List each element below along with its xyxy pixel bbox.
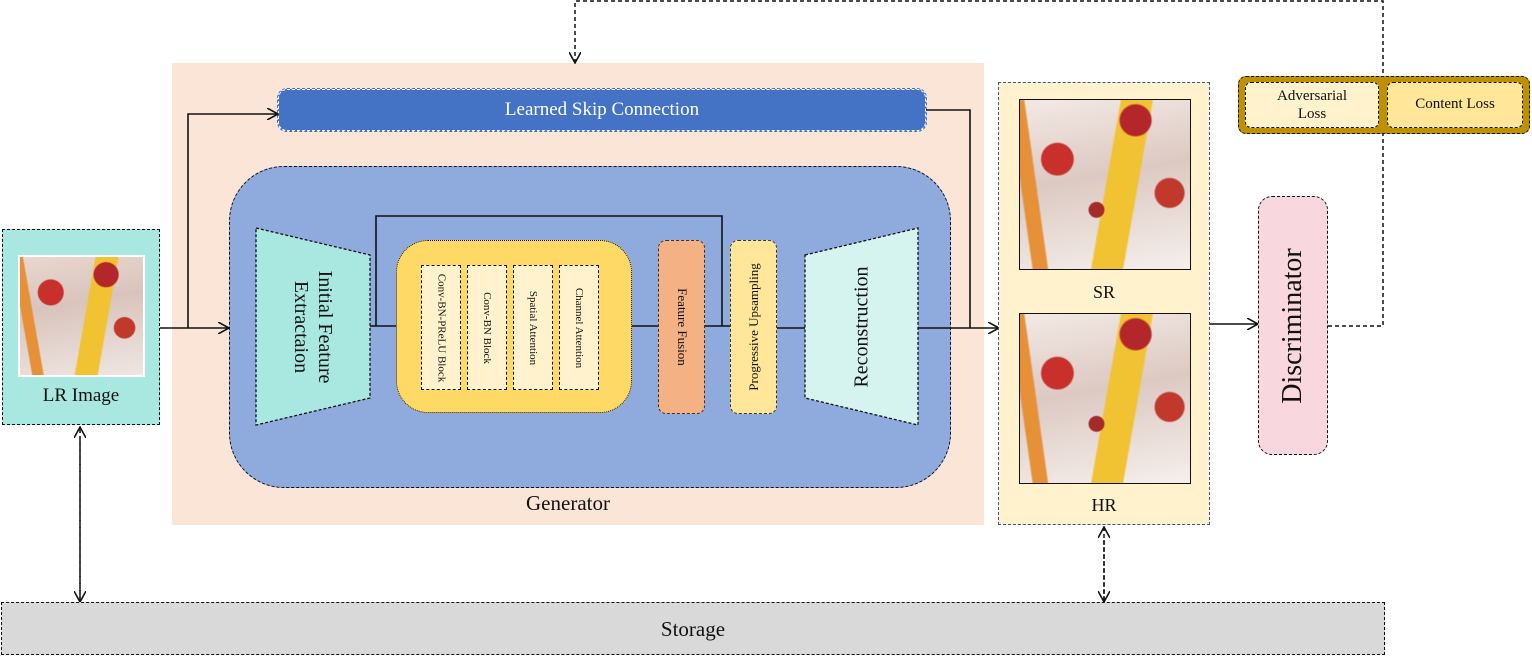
output-panel: SR HR <box>998 82 1210 525</box>
feature-fusion-block: Feature Fusion <box>658 240 705 414</box>
loss-frame: Adversarial Loss Content Loss <box>1238 76 1530 134</box>
initial-feature-trapezoid <box>255 227 371 426</box>
conv-bn-block: Conv-BN Block <box>467 265 507 390</box>
discriminator-label: Discriminator <box>1277 247 1308 404</box>
reconstruction-trapezoid <box>804 227 919 426</box>
discriminator-block: Discriminator <box>1258 196 1328 455</box>
content-loss-label: Content Loss <box>1415 96 1495 112</box>
conv-bn-prelu-block: Conv-BN-PReLU Block <box>421 265 461 390</box>
initial-feature-box: Initial Feature Extractaion <box>256 228 370 425</box>
learned-skip-connection: Learned Skip Connection <box>277 88 927 132</box>
lr-image-thumbnail <box>18 255 145 377</box>
sr-image <box>1019 99 1191 270</box>
storage-bar: Storage <box>1 602 1385 655</box>
hr-label: HR <box>1091 495 1117 515</box>
generator-label: Generator <box>526 491 610 515</box>
adversarial-loss-label: Adversarial Loss <box>1277 88 1347 122</box>
lr-image-panel: LR Image <box>2 229 160 425</box>
reconstruction-label: Reconstruction <box>850 265 872 388</box>
content-loss-box: Content Loss <box>1387 82 1523 128</box>
channel-attention-block: Channel Attention <box>559 265 599 390</box>
spatial-attention-block: Spatial Attention <box>513 265 553 390</box>
sr-label: SR <box>1092 282 1116 302</box>
reconstruction-box: Reconstruction <box>805 228 918 425</box>
progressive-upsampling-block: Progressive Upsampling <box>730 240 777 414</box>
hr-image <box>1019 313 1191 484</box>
storage-label: Storage <box>660 617 726 641</box>
adversarial-loss-box: Adversarial Loss <box>1245 82 1379 128</box>
learned-skip-label: Learned Skip Connection <box>504 99 700 120</box>
initial-feature-label: Initial Feature Extractaion <box>290 270 336 383</box>
lr-image-label: LR Image <box>42 385 120 406</box>
